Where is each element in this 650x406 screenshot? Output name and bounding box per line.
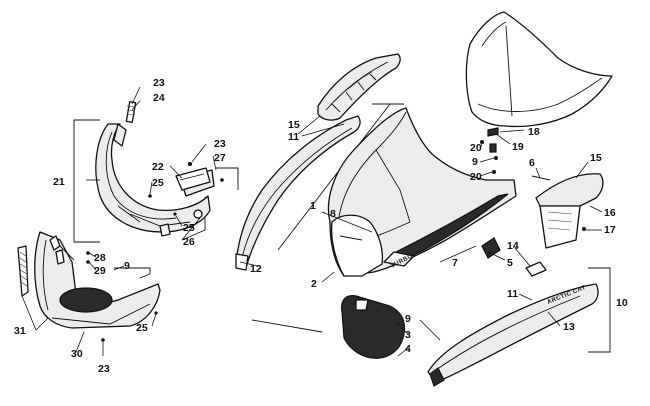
part-18-windshield: [465, 11, 613, 128]
callout-9: 9: [472, 156, 478, 168]
callout-10: 10: [616, 297, 628, 309]
part-24-bolt: [125, 100, 137, 124]
callout-labels: 23 24 23 22 27 21 25 25 26 28 29 9 31 25…: [14, 77, 628, 375]
hardware-20-top: [480, 140, 484, 144]
callout-23: 23: [153, 77, 165, 89]
callout-9: 9: [405, 313, 411, 325]
hardware-clip-20: [489, 143, 497, 153]
part-15-vent-cover: [317, 53, 401, 121]
part-14-clip: [525, 261, 547, 277]
callout-15: 15: [288, 119, 300, 131]
callout-25: 25: [136, 322, 148, 334]
callout-18: 18: [528, 126, 540, 138]
callout-17: 17: [604, 224, 616, 236]
callout-20: 20: [470, 171, 482, 183]
callout-9: 9: [124, 260, 130, 272]
callout-30: 30: [71, 348, 83, 360]
hardware-17: [582, 227, 586, 231]
hardware-23-screw: [188, 162, 192, 166]
callout-1: 1: [310, 200, 316, 212]
callout-12: 12: [250, 263, 262, 275]
part-31-trim-strip: [17, 245, 29, 297]
frame-23-27: [216, 167, 239, 190]
frame-9-left: [114, 267, 151, 279]
callout-11: 11: [507, 288, 518, 300]
callout-13: 13: [563, 321, 575, 333]
part-5-bracket: [481, 237, 501, 259]
part-12-side-panel: [235, 115, 361, 271]
callout-20: 20: [470, 142, 482, 154]
hardware-25-rivet-b: [173, 212, 177, 216]
part-22-bracket: [175, 167, 211, 191]
leader-lines: [21, 86, 603, 357]
callout-23: 23: [98, 363, 110, 375]
callout-7: 7: [452, 257, 458, 269]
callout-2: 2: [311, 278, 317, 290]
callout-21: 21: [53, 176, 65, 188]
hardware-25-rivet: [148, 194, 152, 198]
callout-14: 14: [507, 240, 519, 252]
hardware-26-grommet: [193, 209, 203, 219]
frame-10: [588, 267, 611, 353]
hardware-26-clip: [159, 223, 171, 237]
frame-21: [73, 119, 100, 243]
callout-31: 31: [14, 325, 26, 337]
frame-1-diagonal-upper: [277, 103, 391, 251]
callout-23: 23: [214, 138, 226, 150]
part-30-lower-grille-housing: [34, 231, 161, 329]
callout-5: 5: [507, 257, 513, 269]
callout-26: 26: [183, 236, 195, 248]
callout-11: 11: [288, 131, 299, 143]
callout-25: 25: [152, 177, 164, 189]
callout-15: 15: [590, 152, 602, 164]
part-2-hood: TURBO: [327, 107, 517, 277]
callout-29: 29: [94, 265, 106, 277]
hardware-23-lower: [101, 338, 105, 342]
part-19-mount-clip: [487, 127, 499, 137]
hardware-9-mid: [494, 156, 498, 160]
hardware-29: [86, 260, 90, 264]
part-6-screw: [531, 175, 551, 181]
callout-6: 6: [529, 157, 535, 169]
callout-19: 19: [512, 141, 524, 153]
hardware-28: [86, 251, 90, 255]
callout-28: 28: [94, 252, 106, 264]
hardware-27-clip: [220, 178, 224, 182]
callout-8: 8: [330, 208, 336, 220]
callout-25: 25: [183, 222, 195, 234]
part-3-air-duct: [341, 295, 406, 359]
callout-16: 16: [604, 207, 616, 219]
callout-22: 22: [152, 161, 164, 173]
frame-1-diagonal-lower: [251, 319, 323, 333]
hardware-25-lower: [154, 311, 158, 315]
hardware-20-bottom: [492, 170, 496, 174]
callout-4: 4: [405, 343, 411, 355]
callout-3: 3: [405, 329, 411, 341]
part-16-side-vent: [535, 173, 604, 249]
callout-27: 27: [214, 152, 226, 164]
callout-24: 24: [153, 92, 165, 104]
